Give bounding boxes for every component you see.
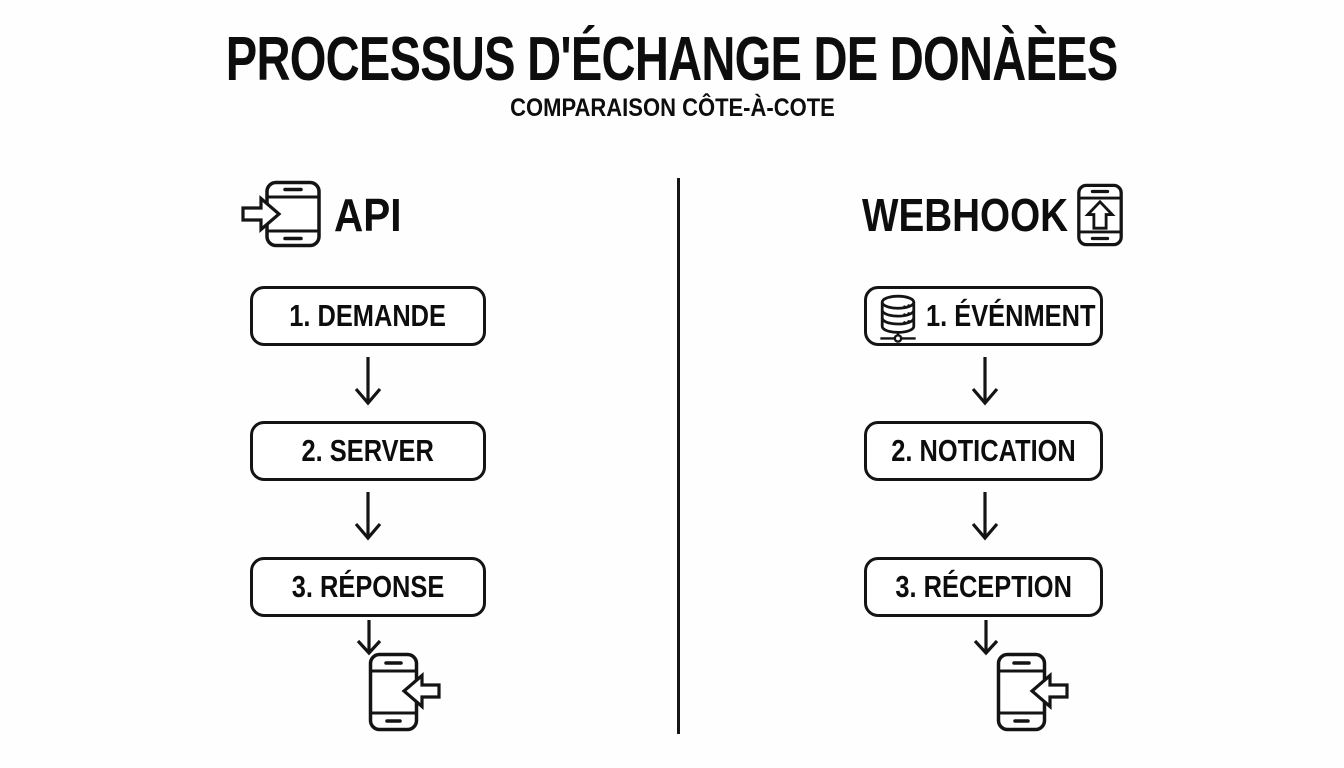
webhook-label: WEBHOOK [862, 189, 1069, 241]
webhook-step-2-label: 2. NOTICATION [891, 433, 1076, 468]
api-label: API [334, 189, 402, 241]
api-column-title: API [334, 181, 411, 249]
phone-receive-icon [996, 652, 1070, 732]
page-title-text: PROCESSUS D'ÉCHANGE DE DONÀÈES [226, 25, 1118, 94]
page-subtitle-text: COMPARAISON CÔTE-À-COTE [509, 94, 835, 122]
database-network-icon [874, 292, 922, 344]
phone-arrow-up-icon [1076, 183, 1124, 247]
down-arrow-icon [965, 491, 1005, 543]
webhook-step-2-box: 2. NOTICATION [864, 421, 1103, 481]
webhook-column-title: WEBHOOK [862, 181, 1107, 249]
down-arrow-icon [348, 491, 388, 543]
api-step-3-box: 3. RÉPONSE [250, 557, 486, 617]
api-step-3-label: 3. RÉPONSE [291, 569, 445, 604]
webhook-step-3-label: 3. RÉCEPTION [895, 569, 1072, 604]
webhook-step-1-box: 1. ÉVÉNMENT [864, 286, 1103, 346]
api-column-header [240, 180, 322, 248]
phone-arrow-in-icon [240, 180, 322, 248]
down-arrow-icon [966, 620, 1006, 658]
down-arrow-icon [349, 620, 389, 658]
webhook-step-1-label: 1. ÉVÉNMENT [926, 298, 1096, 333]
api-step-2-box: 2. SERVER [250, 421, 486, 481]
api-step-2-label: 2. SERVER [301, 433, 435, 468]
page-title: PROCESSUS D'ÉCHANGE DE DONÀÈES [0, 24, 1344, 95]
down-arrow-icon [965, 356, 1005, 408]
center-divider-line [677, 178, 680, 734]
phone-receive-icon [368, 652, 442, 732]
api-step-1-box: 1. DEMANDE [250, 286, 486, 346]
page-subtitle: COMPARAISON CÔTE-À-COTE [0, 94, 1344, 123]
down-arrow-icon [348, 356, 388, 408]
webhook-column-header-icon [1076, 181, 1124, 249]
webhook-step-3-box: 3. RÉCEPTION [864, 557, 1103, 617]
api-step-1-label: 1. DEMANDE [289, 298, 447, 333]
